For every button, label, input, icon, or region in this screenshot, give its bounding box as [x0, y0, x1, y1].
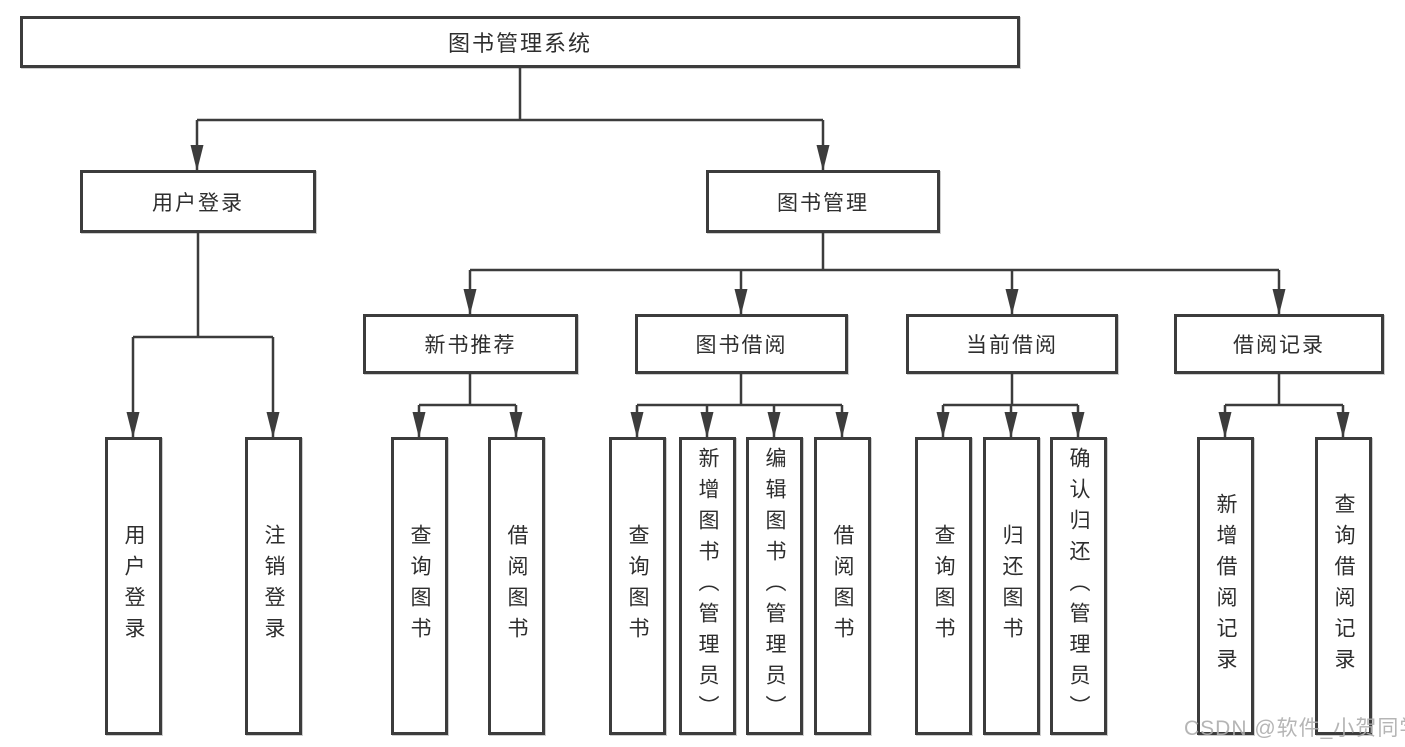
node-book-borrow-label: 图书借阅 — [695, 334, 788, 357]
leaf-edit-book-admin-label: 编辑图书（管理员） — [763, 446, 786, 726]
node-book-management: 图书管理 — [706, 170, 940, 233]
leaf-recommend-query-book: 查询图书 — [391, 437, 448, 735]
leaf-add-borrow-record: 新增借阅记录 — [1197, 437, 1254, 735]
leaf-confirm-return-admin-label: 确认归还（管理员） — [1067, 446, 1090, 726]
leaf-logout-label: 注销登录 — [262, 524, 285, 648]
leaf-borrow-borrow-book: 借阅图书 — [814, 437, 871, 735]
leaf-borrow-query-book: 查询图书 — [609, 437, 666, 735]
leaf-return-book-label: 归还图书 — [1000, 524, 1023, 648]
leaf-borrow-query-book-label: 查询图书 — [626, 524, 649, 648]
node-book-management-label: 图书管理 — [777, 191, 869, 215]
leaf-recommend-borrow-book: 借阅图书 — [488, 437, 545, 735]
node-root-system: 图书管理系统 — [20, 16, 1020, 68]
leaf-recommend-query-book-label: 查询图书 — [408, 524, 431, 648]
leaf-logout: 注销登录 — [245, 437, 302, 735]
leaf-add-borrow-record-label: 新增借阅记录 — [1214, 493, 1237, 679]
leaf-user-login-label: 用户登录 — [122, 524, 145, 648]
node-new-book-recommend-label: 新书推荐 — [424, 334, 517, 357]
arrowheads — [126, 145, 1350, 438]
csdn-watermark: CSDN @软件_小贺同学 — [1184, 717, 1405, 740]
node-current-borrow: 当前借阅 — [906, 314, 1118, 374]
leaf-edit-book-admin: 编辑图书（管理员） — [746, 437, 803, 735]
leaf-borrow-borrow-book-label: 借阅图书 — [831, 524, 854, 648]
node-book-borrow: 图书借阅 — [635, 314, 848, 374]
leaf-return-book: 归还图书 — [983, 437, 1040, 735]
node-borrow-record-label: 借阅记录 — [1233, 334, 1325, 357]
leaf-add-book-admin: 新增图书（管理员） — [679, 437, 736, 735]
leaf-query-borrow-record-label: 查询借阅记录 — [1332, 493, 1355, 679]
leaf-confirm-return-admin: 确认归还（管理员） — [1050, 437, 1107, 735]
leaf-user-login: 用户登录 — [105, 437, 162, 735]
node-borrow-record: 借阅记录 — [1174, 314, 1384, 374]
leaf-recommend-borrow-book-label: 借阅图书 — [505, 524, 528, 648]
leaf-current-query-book: 查询图书 — [915, 437, 972, 735]
node-user-login: 用户登录 — [80, 170, 316, 233]
node-new-book-recommend: 新书推荐 — [363, 314, 578, 374]
node-root-label: 图书管理系统 — [447, 31, 592, 56]
leaf-query-borrow-record: 查询借阅记录 — [1315, 437, 1372, 735]
node-user-login-label: 用户登录 — [152, 191, 244, 215]
leaf-add-book-admin-label: 新增图书（管理员） — [696, 446, 719, 726]
node-current-borrow-label: 当前借阅 — [966, 334, 1058, 357]
leaf-current-query-book-label: 查询图书 — [932, 524, 955, 648]
